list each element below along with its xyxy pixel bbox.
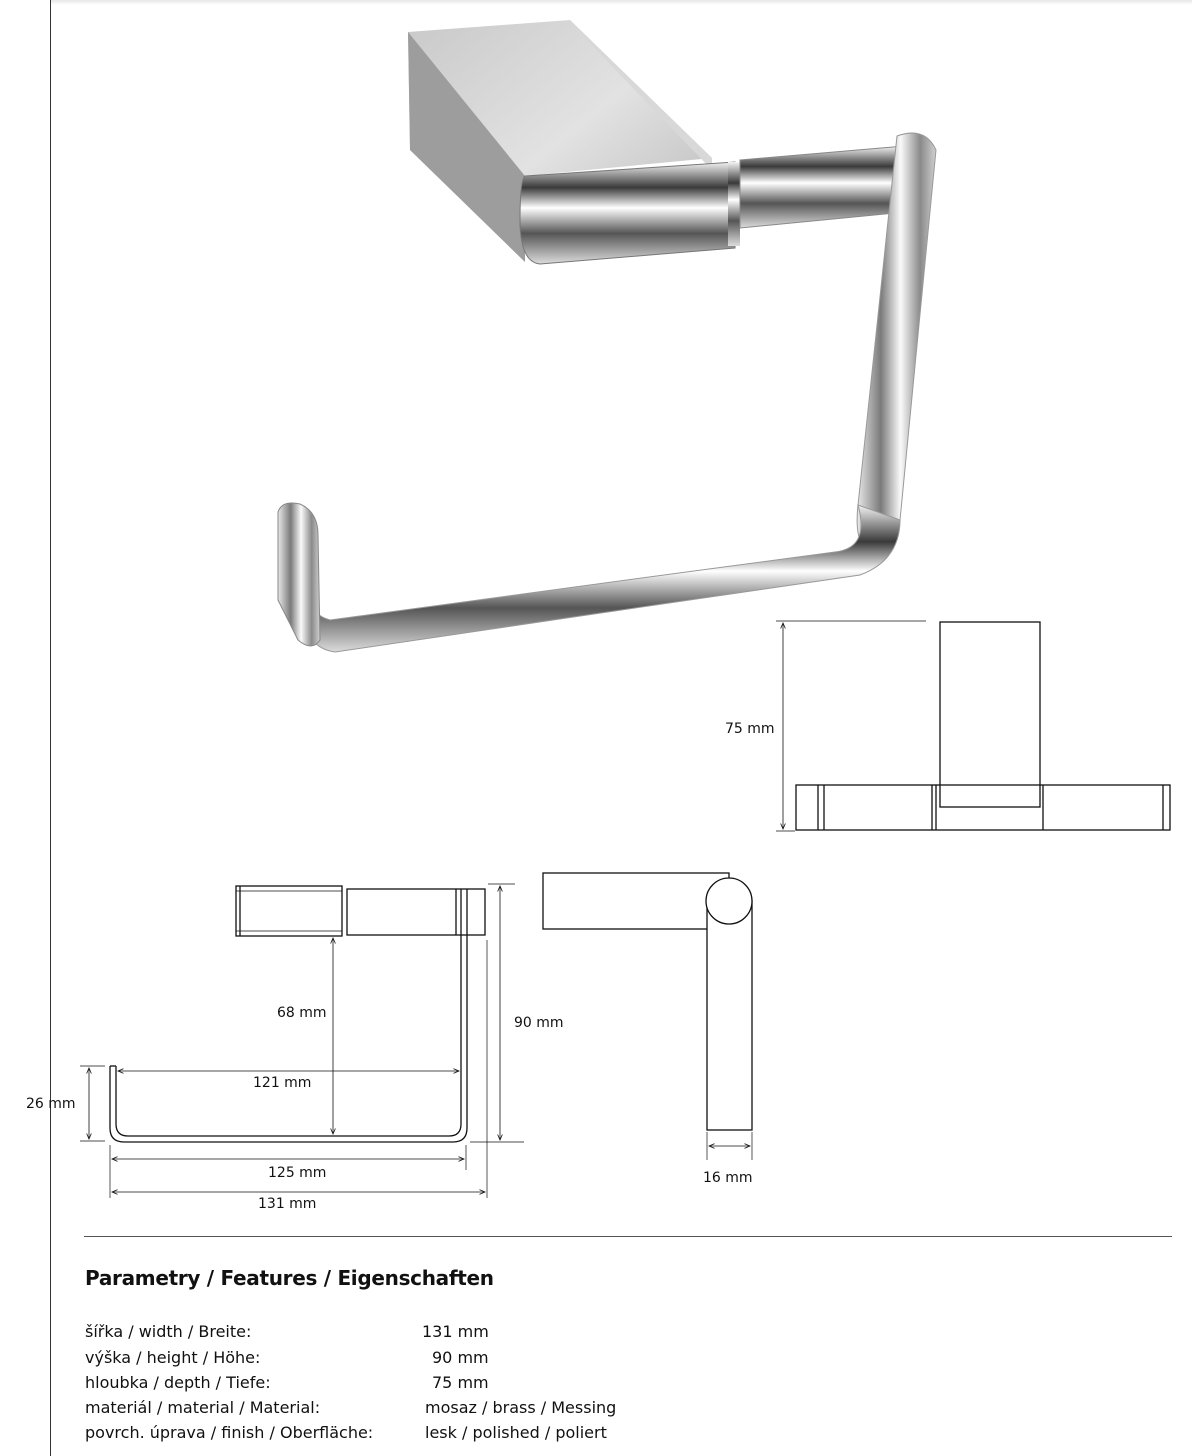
page-top-shade xyxy=(51,0,1192,5)
spec-label-material: materiál / material / Material: xyxy=(85,1398,321,1417)
spec-label-height: výška / height / Höhe: xyxy=(85,1348,261,1367)
spec-value-material: mosaz / brass / Messing xyxy=(425,1398,617,1417)
front-view-drawing xyxy=(80,883,524,1198)
section-divider xyxy=(84,1236,1172,1237)
spec-value-height: 90 mm xyxy=(432,1348,489,1367)
spec-label-width: šířka / width / Breite: xyxy=(85,1322,252,1341)
spec-value-depth: 75 mm xyxy=(432,1373,489,1392)
page-margin-line xyxy=(50,0,51,1456)
spec-value-finish: lesk / polished / poliert xyxy=(425,1423,607,1442)
front-view-inner-width-label: 121 mm xyxy=(253,1075,311,1091)
front-view-inner-height-label: 68 mm xyxy=(277,1005,327,1021)
side-view-diameter-label: 16 mm xyxy=(703,1170,753,1186)
spec-value-width: 131 mm xyxy=(422,1322,489,1341)
spec-label-depth: hloubka / depth / Tiefe: xyxy=(85,1373,271,1392)
front-view-total-height-label: 90 mm xyxy=(514,1015,564,1031)
spec-label-finish: povrch. úprava / finish / Oberfläche: xyxy=(85,1423,374,1442)
product-photo xyxy=(277,20,937,653)
front-view-depth-label: 26 mm xyxy=(26,1096,76,1112)
front-view-total-width-label: 131 mm xyxy=(258,1196,316,1212)
front-view-mid-width-label: 125 mm xyxy=(268,1165,326,1181)
top-view-drawing xyxy=(776,620,1171,832)
side-view-drawing xyxy=(542,872,753,1160)
features-title: Parametry / Features / Eigenschaften xyxy=(85,1266,494,1290)
top-view-depth-label: 75 mm xyxy=(725,721,775,737)
